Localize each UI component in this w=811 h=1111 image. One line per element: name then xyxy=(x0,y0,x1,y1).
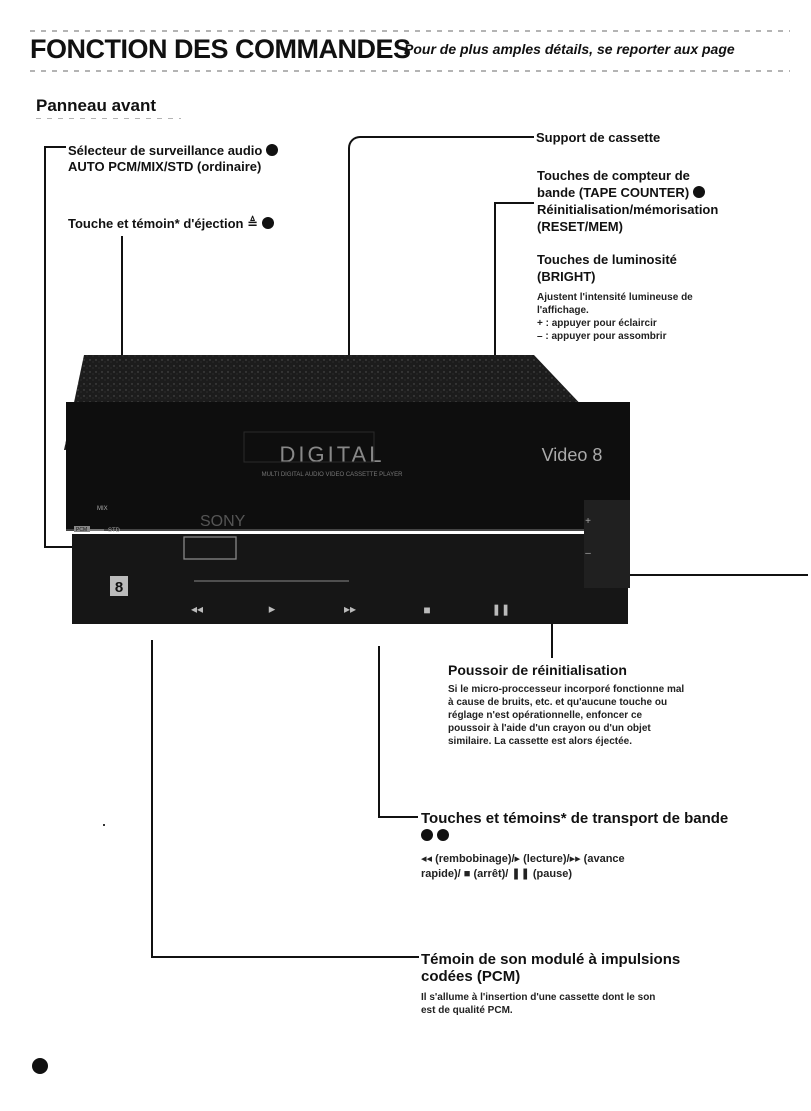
pcm-indicator-eight: 8 xyxy=(115,579,123,596)
eject-icon: ≜ xyxy=(247,216,259,231)
label-eject: Touche et témoin* d'éjection ≜ xyxy=(68,216,275,232)
device-logo-sub: MULTI DIGITAL AUDIO VIDEO CASSETTE PLAYE… xyxy=(262,472,403,478)
brightness-description: Ajustent l'intensité lumineuse de l'affi… xyxy=(537,292,693,342)
label-brightness: Touches de luminosité (BRIGHT) xyxy=(537,252,677,284)
play-button[interactable]: ▸ xyxy=(269,601,276,616)
leader-cassette-corner xyxy=(348,136,362,150)
indicator-dot-icon xyxy=(262,217,275,229)
indicator-dot-icon xyxy=(421,829,433,841)
page-subtitle: Pour de plus amples détails, se reporter… xyxy=(404,41,735,57)
transport-description: ◂◂ (rembobinage)/▸ (lecture)/▸▸ (avance … xyxy=(421,853,625,880)
section-title: Panneau avant xyxy=(36,96,156,115)
indicator-dot-icon xyxy=(693,186,706,198)
leader-pcm-h xyxy=(151,956,419,958)
page-title: FONCTION DES COMMANDES xyxy=(30,34,411,64)
header-noise-top xyxy=(30,30,790,32)
leader-cassette-v xyxy=(348,148,350,360)
leader-transport-v xyxy=(378,646,380,816)
tape-counter-display xyxy=(183,536,237,560)
label-cassette-holder: Support de cassette xyxy=(536,130,661,145)
leader-reset xyxy=(551,620,553,658)
pcm-badge xyxy=(74,526,90,532)
header-noise-bottom xyxy=(30,70,790,72)
leader-counter-v xyxy=(494,202,496,360)
label-reset: Poussoir de réinitialisation xyxy=(448,662,627,678)
video8-logo: Video 8 xyxy=(542,445,603,465)
page-marker-dot-icon xyxy=(32,1058,48,1074)
label-tape-counter: Touches de compteur de bande (TAPE COUNT… xyxy=(537,168,719,234)
leader-audio-h2 xyxy=(44,546,76,548)
pcm-description: Il s'allume à l'insertion d'une cassette… xyxy=(421,992,656,1016)
label-audio-selector: Sélecteur de surveillance audio AUTO PCM… xyxy=(68,143,279,175)
leader-transport-h xyxy=(378,816,418,818)
leader-audio-h xyxy=(44,146,66,148)
reset-description: Si le micro-proccesseur incorporé foncti… xyxy=(448,684,685,747)
label-pcm-indicator: Témoin de son modulé à impulsions codées… xyxy=(421,951,681,985)
speck-dot xyxy=(103,824,105,826)
bright-plus-button[interactable]: + xyxy=(585,516,591,527)
indicator-dot-icon xyxy=(266,144,279,156)
label-transport: Touches et témoins* de transport de band… xyxy=(421,810,728,844)
sony-logo: SONY xyxy=(200,513,246,530)
pause-button[interactable]: ❚❚ xyxy=(492,604,510,616)
leader-audio-v xyxy=(44,146,46,548)
leader-cassette-h xyxy=(360,136,534,138)
leader-brightness-h xyxy=(628,574,808,576)
fast-forward-button[interactable]: ▸▸ xyxy=(344,602,356,616)
pcm-text: PCM xyxy=(76,527,87,533)
std-label: STD xyxy=(108,528,121,534)
device-illustration: DIGITAL MULTI DIGITAL AUDIO VIDEO CASSET… xyxy=(64,355,630,624)
pcm-indicator-lamp xyxy=(110,576,128,596)
bright-minus-button[interactable]: – xyxy=(585,548,591,559)
leader-eject xyxy=(121,236,123,364)
mix-label: MIX xyxy=(97,506,108,512)
leader-counter-h xyxy=(496,202,534,204)
indicator-dot-icon xyxy=(437,829,449,841)
leader-pcm-v xyxy=(151,640,153,956)
device-logo: DIGITAL xyxy=(280,442,385,467)
rewind-button[interactable]: ◂◂ xyxy=(191,602,203,616)
section-underline xyxy=(36,118,181,119)
stop-button[interactable]: ■ xyxy=(423,603,430,617)
device-front-upper xyxy=(66,402,630,530)
device-front-lower xyxy=(72,534,628,624)
